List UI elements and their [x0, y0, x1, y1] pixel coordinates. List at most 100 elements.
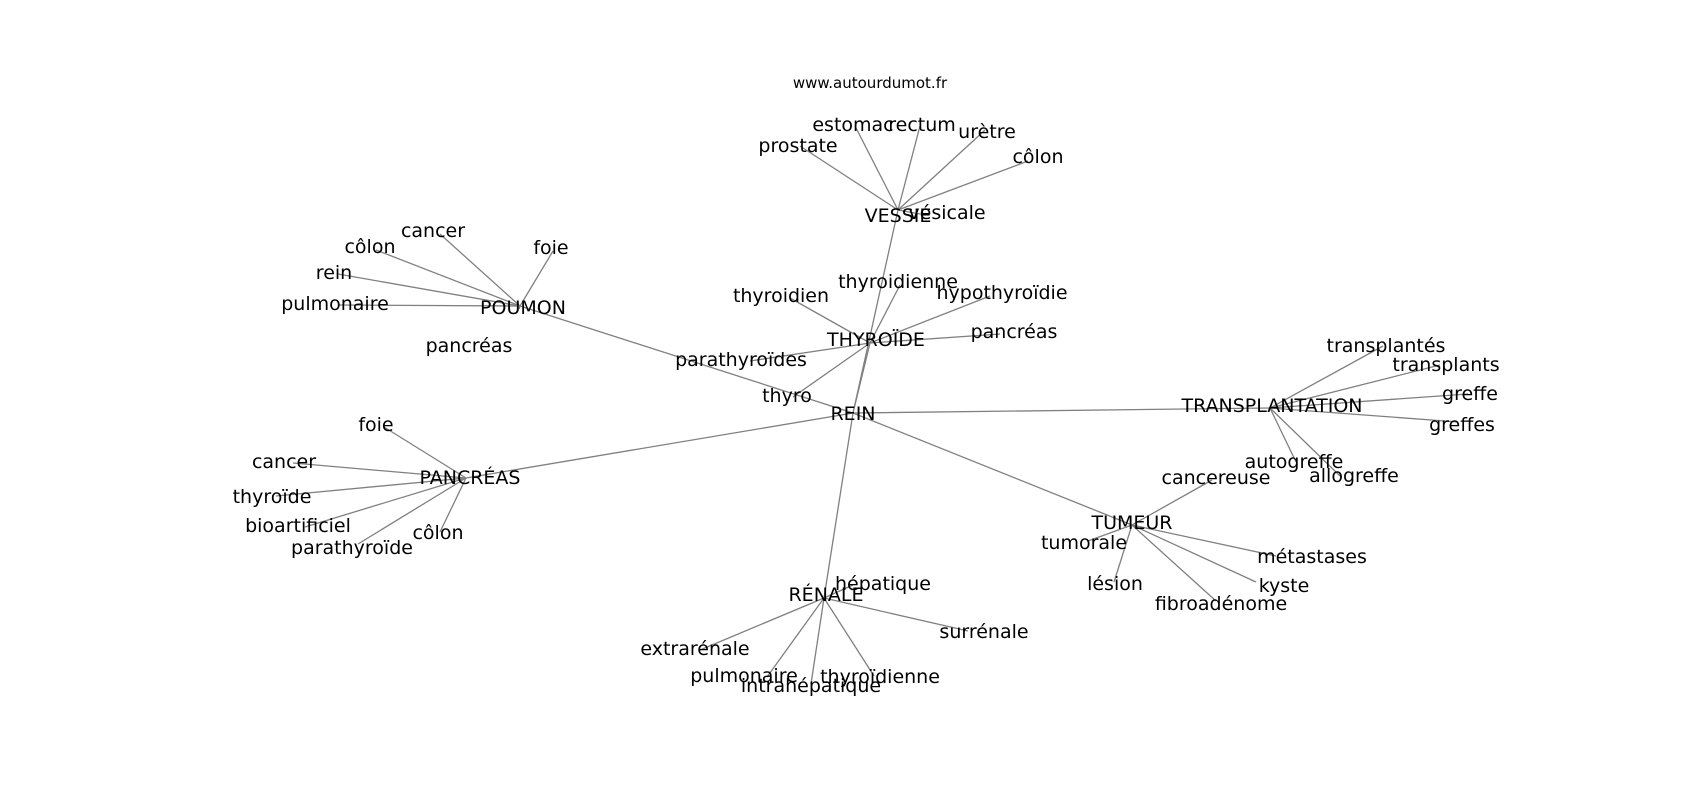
edge-vessie-child — [897, 129, 986, 211]
node-leaf-renale[interactable]: thyroïdienne — [820, 666, 940, 688]
graph-edges — [275, 125, 1469, 685]
node-leaf-tumeur[interactable]: kyste — [1259, 575, 1310, 597]
node-leaf-thyroide[interactable]: thyroidienne — [838, 271, 958, 293]
edge-vessie-child — [854, 125, 899, 211]
edge-pancreas-child — [304, 477, 467, 528]
node-leaf-pancreas[interactable]: cancer — [252, 451, 316, 473]
site-credit: www.autourdumot.fr — [793, 74, 948, 92]
node-leaf-vessie[interactable]: prostate — [758, 135, 837, 157]
node-center-rein[interactable]: REIN — [830, 403, 875, 425]
node-leaf-poumon[interactable]: côlon — [344, 236, 395, 258]
edge-tumeur-child — [1131, 524, 1277, 557]
edge-pancreas-child — [383, 426, 467, 479]
node-leaf-tumeur[interactable]: lésion — [1087, 573, 1143, 595]
node-leaf-pancreas[interactable]: thyroïde — [233, 486, 312, 508]
node-hub-renale[interactable]: RÉNALE — [788, 583, 863, 606]
node-leaf-vessie[interactable]: vésicale — [908, 202, 985, 224]
edge-thyroide-child — [792, 342, 871, 398]
node-leaf-renale[interactable]: intrahépatique — [741, 675, 881, 697]
edge-poumon-child — [375, 249, 521, 307]
node-hub-tumeur[interactable]: TUMEUR — [1090, 512, 1172, 534]
edge-pancreas-child — [357, 477, 467, 545]
edge-thyroide-child — [869, 295, 991, 344]
edge-rein-vessie — [852, 209, 899, 414]
edge-tumeur-child — [1131, 524, 1257, 583]
edge-tumeur-child — [1087, 524, 1133, 542]
edge-transplantation-child — [1269, 364, 1441, 409]
node-leaf-poumon[interactable]: cancer — [401, 220, 465, 242]
node-leaf-tumeur[interactable]: métastases — [1257, 546, 1367, 568]
edge-rein-renale — [823, 412, 854, 599]
node-leaf-renale[interactable]: hépatique — [835, 573, 931, 595]
edge-tumeur-child — [1113, 524, 1133, 583]
node-leaf-pancreas[interactable]: foie — [358, 414, 393, 436]
edge-renale-child — [823, 597, 969, 632]
node-hub-poumon[interactable]: POUMON — [480, 297, 566, 319]
node-leaf-transplantation[interactable]: transplantés — [1327, 335, 1446, 357]
edge-transplantation-child — [1269, 407, 1297, 463]
node-leaf-poumon[interactable]: pancréas — [426, 335, 513, 357]
node-leaf-poumon[interactable]: rein — [316, 262, 352, 284]
edge-poumon-child — [518, 305, 521, 310]
node-leaf-transplantation[interactable]: greffes — [1429, 414, 1495, 436]
edge-rein-tumeur — [852, 412, 1133, 526]
node-leaf-pancreas[interactable]: bioartificiel — [245, 515, 351, 537]
node-hub-pancreas[interactable]: PANCRÉAS — [420, 466, 521, 489]
node-leaf-transplantation[interactable]: autogreffe — [1245, 451, 1344, 473]
edge-transplantation-child — [1269, 345, 1384, 409]
edge-rein-poumon — [519, 305, 854, 414]
edge-thyroide-child — [789, 297, 871, 344]
edge-rein-pancreas — [465, 412, 854, 479]
node-leaf-thyroide[interactable]: parathyroïdes — [675, 349, 807, 371]
node-hub-thyroide[interactable]: THYROÏDE — [826, 328, 925, 351]
node-leaf-renale[interactable]: pulmonaire — [690, 665, 798, 687]
edge-transplantation-child — [1269, 407, 1459, 423]
node-leaf-tumeur[interactable]: cancereuse — [1162, 467, 1271, 489]
edge-transplantation-child — [1269, 407, 1341, 477]
node-leaf-vessie[interactable]: urètre — [958, 121, 1016, 143]
edge-thyroide-child — [869, 333, 1001, 344]
node-leaf-thyroide[interactable]: pancréas — [971, 321, 1058, 343]
edge-vessie-child — [897, 160, 1029, 211]
edge-vessie-child — [897, 125, 921, 211]
edge-poumon-child — [439, 233, 521, 307]
node-leaf-pancreas[interactable]: côlon — [412, 522, 463, 544]
edge-thyroide-child — [869, 284, 901, 344]
edge-poumon-child — [337, 304, 521, 307]
edge-rein-transplantation — [852, 407, 1271, 414]
edge-tumeur-child — [1131, 479, 1213, 526]
node-leaf-pancreas[interactable]: parathyroïde — [291, 537, 413, 559]
node-leaf-renale[interactable]: surrénale — [939, 621, 1028, 643]
node-leaf-transplantation[interactable]: transplants — [1392, 354, 1499, 376]
edge-pancreas-child — [275, 477, 467, 497]
node-leaf-poumon[interactable]: foie — [533, 237, 568, 259]
node-leaf-thyroide[interactable]: thyroidien — [733, 285, 829, 307]
node-leaf-thyroide[interactable]: hypothyroïdie — [936, 282, 1067, 304]
node-leaf-thyroide[interactable]: thyro — [762, 385, 812, 407]
edge-poumon-child — [519, 250, 554, 307]
edge-vessie-child — [897, 209, 921, 215]
edge-renale-child — [766, 597, 825, 678]
edge-tumeur-child — [1131, 524, 1217, 602]
node-leaf-transplantation[interactable]: greffe — [1442, 383, 1498, 405]
edge-thyroide-child — [749, 342, 871, 362]
node-leaf-vessie[interactable]: côlon — [1012, 146, 1063, 168]
edge-poumon-child — [337, 273, 521, 307]
node-leaf-poumon[interactable]: pulmonaire — [281, 293, 389, 315]
node-leaf-transplantation[interactable]: allogreffe — [1309, 465, 1399, 487]
edge-renale-child — [823, 597, 875, 677]
node-hub-transplantation[interactable]: TRANSPLANTATION — [1180, 395, 1362, 417]
edge-renale-child — [810, 597, 825, 685]
node-leaf-tumeur[interactable]: fibroadénome — [1155, 593, 1287, 615]
node-leaf-vessie[interactable]: estomac — [812, 114, 893, 136]
edge-vessie-child — [799, 145, 899, 211]
edge-pancreas-child — [292, 462, 467, 479]
node-leaf-tumeur[interactable]: tumorale — [1041, 532, 1127, 554]
node-hub-vessie[interactable]: VESSIE — [865, 205, 932, 227]
edge-renale-child — [823, 584, 854, 599]
node-leaf-vessie[interactable]: rectum — [888, 114, 956, 136]
edge-transplantation-child — [1269, 393, 1469, 409]
node-leaf-renale[interactable]: extrarénale — [640, 638, 749, 660]
edge-rein-thyroide — [852, 342, 871, 414]
